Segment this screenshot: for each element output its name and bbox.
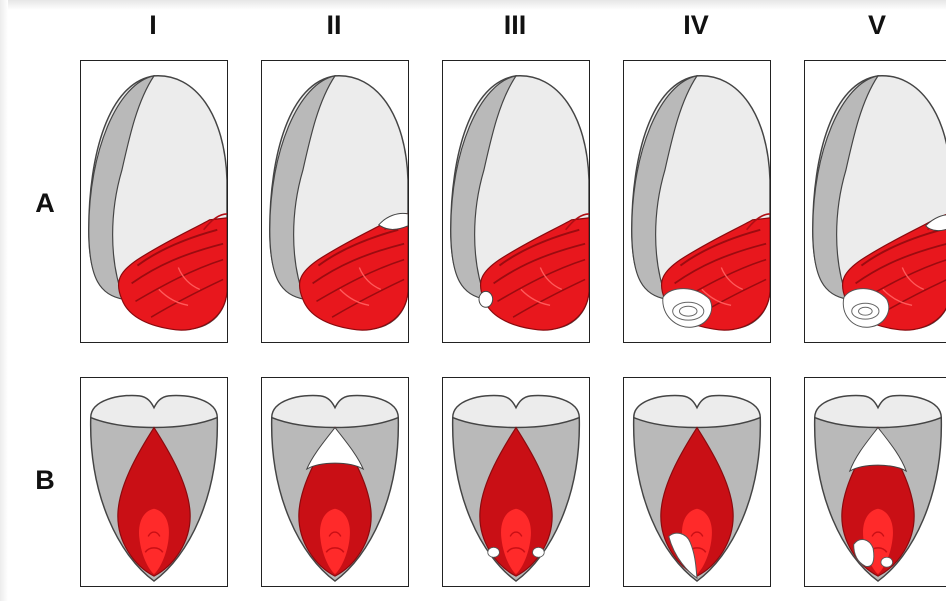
heart-long-axis-a-iv (624, 61, 770, 342)
heart-long-axis-a-iii (443, 61, 589, 342)
frame-shadow-top (0, 0, 946, 10)
panel-a-v (804, 60, 946, 343)
heart-cross-section-b-iv (624, 378, 770, 586)
column-label-3: III (485, 10, 545, 40)
defect-mark-a-iii (479, 291, 493, 307)
column-label-5: V (847, 10, 907, 40)
heart-long-axis-a-ii (262, 61, 408, 342)
defect-mark-a-iv (663, 289, 712, 328)
column-label-2: II (304, 10, 364, 40)
panel-a-iv (623, 60, 771, 343)
panel-a-i (80, 60, 228, 343)
frame-shadow-left (0, 0, 8, 601)
panel-b-iii (442, 377, 590, 587)
panel-b-ii (261, 377, 409, 587)
column-label-1: I (123, 10, 183, 40)
heart-cross-section-b-ii (262, 378, 408, 586)
panel-a-ii (261, 60, 409, 343)
heart-cross-section-b-i (81, 378, 227, 586)
heart-long-axis-a-v (805, 61, 946, 342)
panel-b-v (804, 377, 946, 587)
heart-cross-section-b-v (805, 378, 946, 586)
heart-long-axis-a-i (81, 61, 227, 342)
row-label-b: B (25, 465, 65, 495)
panel-a-iii (442, 60, 590, 343)
panel-b-iv (623, 377, 771, 587)
column-label-4: IV (666, 10, 726, 40)
panel-b-i (80, 377, 228, 587)
row-label-a: A (25, 188, 65, 218)
heart-cross-section-b-iii (443, 378, 589, 586)
